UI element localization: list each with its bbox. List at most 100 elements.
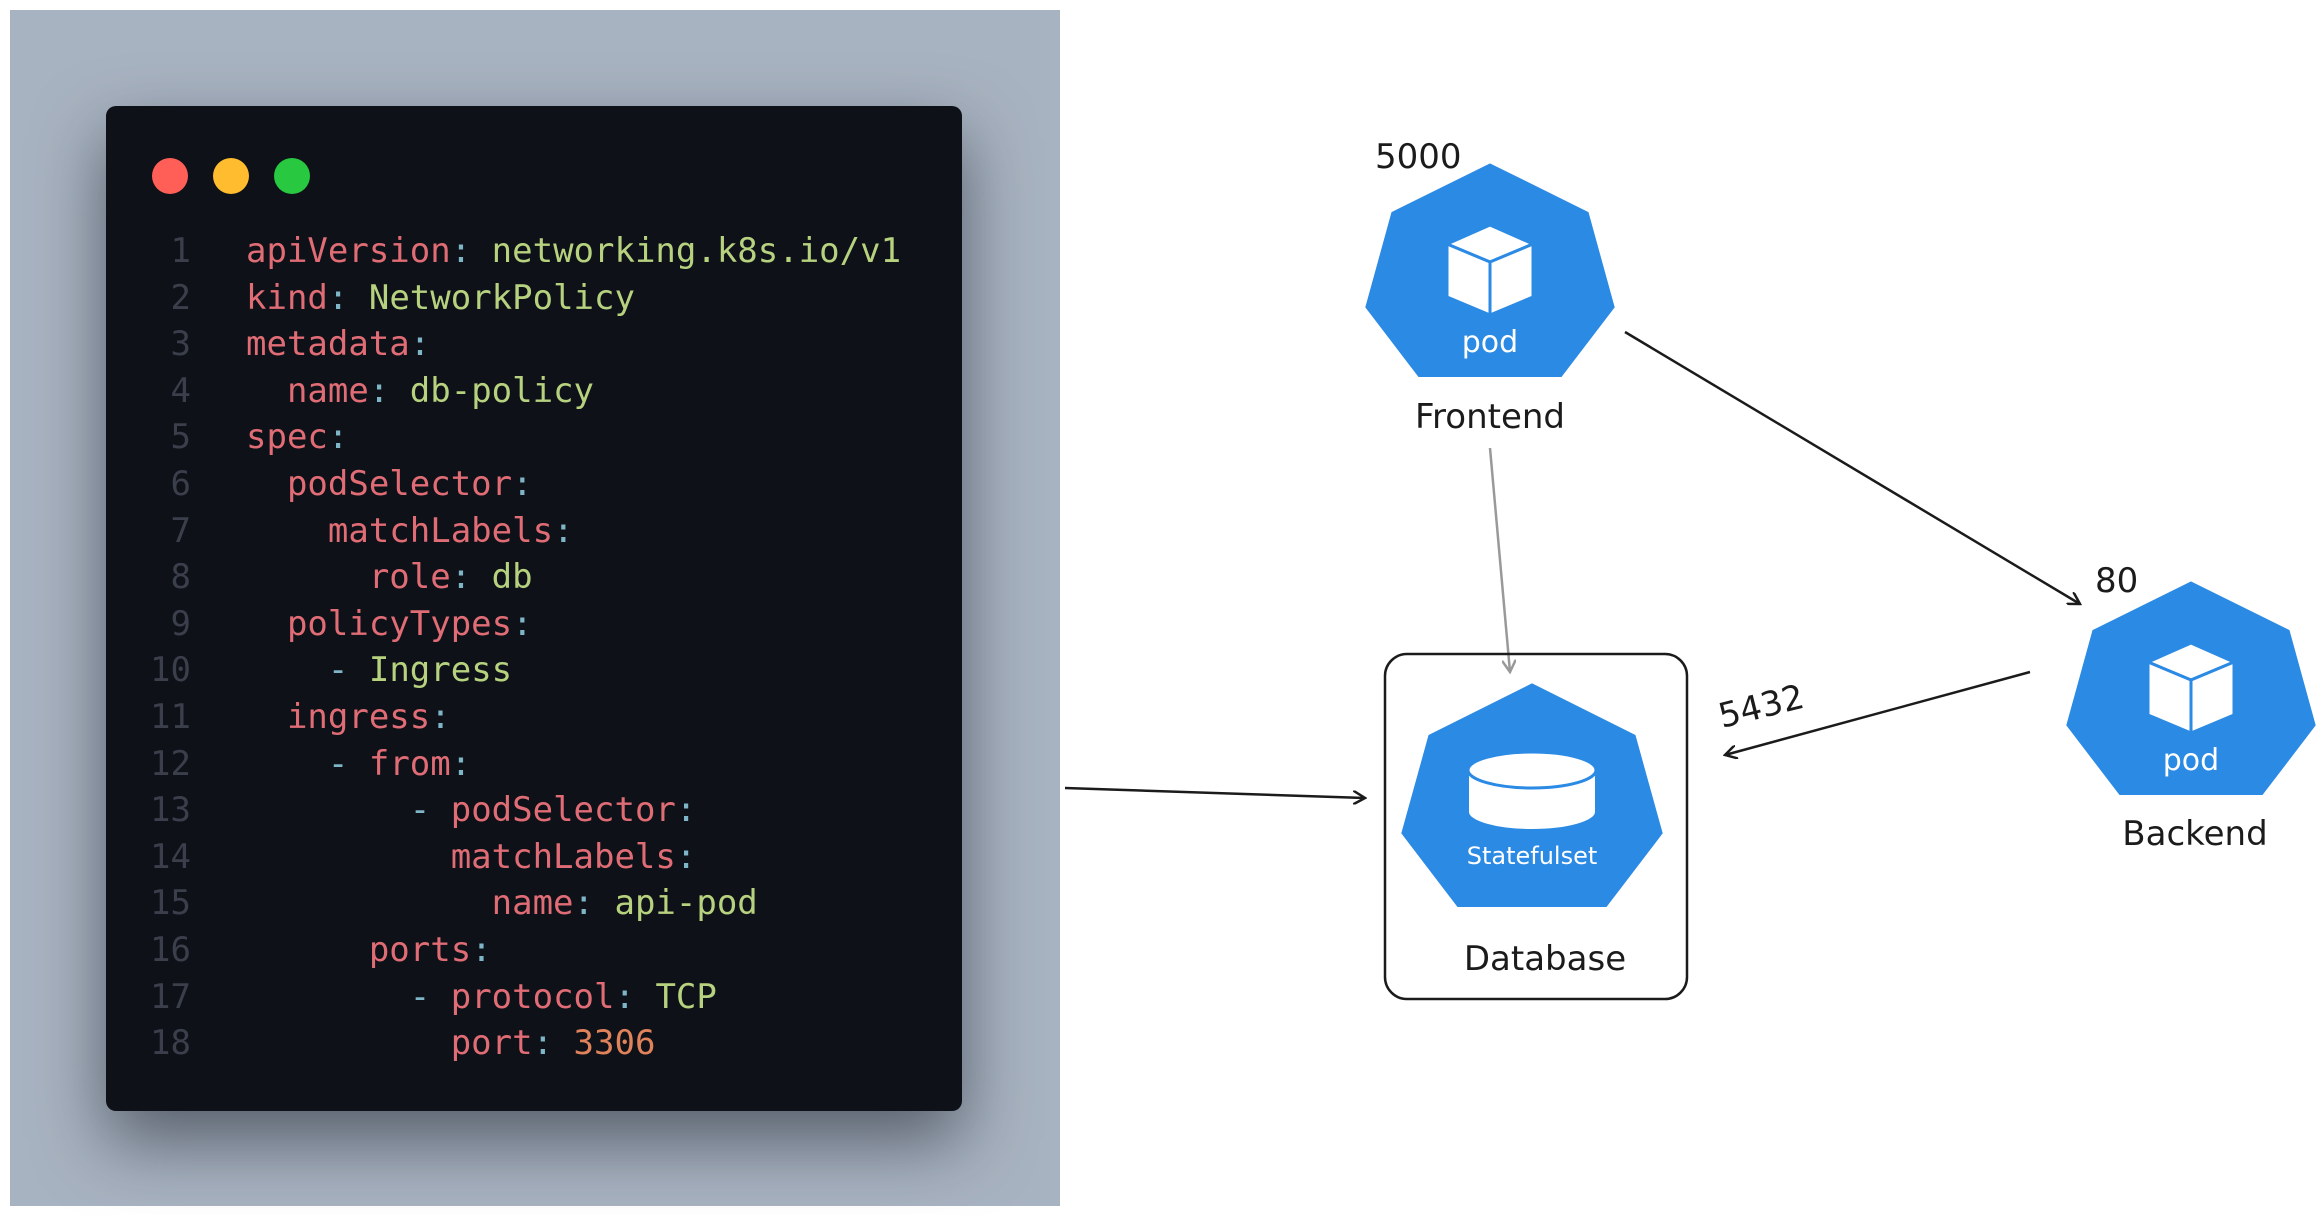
list-dash: - — [327, 743, 369, 784]
code-indent — [246, 511, 328, 551]
code-content: - Ingress — [246, 647, 512, 694]
colon: : — [450, 557, 492, 598]
colon: : — [532, 1023, 574, 1064]
frontend-label: Frontend — [1415, 397, 1565, 437]
minimize-dot — [213, 158, 249, 194]
code-content: - podSelector: — [246, 787, 697, 834]
line-number: 15 — [150, 883, 191, 924]
yaml-key: kind — [246, 277, 328, 318]
code-content: podSelector: — [246, 461, 533, 508]
code-indent — [246, 883, 492, 923]
code-content: name: api-pod — [246, 880, 758, 927]
code-line: 12 - from: — [106, 741, 962, 788]
line-number: 16 — [150, 929, 191, 970]
yaml-key: spec — [246, 417, 328, 458]
yaml-key: name — [491, 883, 574, 924]
line-number: 6 — [170, 463, 191, 504]
yaml-value: networking.k8s.io/v1 — [491, 231, 902, 271]
network-diagram: 5000 pod Frontend 80 pod Backend Statefu… — [1064, 137, 2317, 1001]
arrow-frontend-to-database — [1488, 447, 1510, 672]
code-content: ports: — [246, 927, 492, 974]
code-line: 6 podSelector: — [106, 461, 962, 508]
maximize-dot — [274, 158, 310, 194]
yaml-key: metadata — [246, 324, 410, 365]
yaml-key: port — [450, 1023, 533, 1064]
backend-icon-text: pod — [2163, 743, 2219, 778]
backend-pod: 80 pod Backend — [2059, 561, 2317, 854]
backend-port-label: 80 — [2095, 561, 2138, 601]
yaml-key: matchLabels — [327, 510, 554, 551]
line-number: 12 — [150, 743, 191, 784]
code-content: metadata: — [246, 321, 430, 368]
yaml-value: TCP — [655, 976, 717, 1017]
code-indent — [246, 837, 451, 877]
code-content: name: db-policy — [246, 368, 594, 415]
code-content: - protocol: TCP — [246, 974, 717, 1021]
code-content: kind: NetworkPolicy — [246, 275, 635, 322]
code-indent — [246, 744, 328, 784]
database-icon — [1466, 750, 1598, 831]
line-number: 18 — [150, 1023, 191, 1064]
colon: : — [553, 510, 574, 551]
yaml-key: ports — [368, 929, 472, 970]
colon: : — [409, 324, 431, 365]
yaml-value: NetworkPolicy — [368, 277, 635, 318]
colon: : — [614, 976, 656, 1017]
arrow-backend-to-database — [1725, 670, 2031, 755]
yaml-key: matchLabels — [450, 836, 676, 877]
database-icon-text: Statefulset — [1467, 842, 1598, 870]
code-indent — [246, 1023, 451, 1063]
code-content: apiVersion: networking.k8s.io/v1 — [246, 228, 901, 275]
code-indent — [246, 604, 287, 644]
code-indent — [246, 697, 287, 737]
yaml-key: policyTypes — [286, 603, 513, 644]
arrow-code-to-database — [1064, 786, 1365, 798]
code-indent — [246, 371, 287, 411]
yaml-key: protocol — [450, 976, 615, 1017]
code-line: 11 ingress: — [106, 694, 962, 741]
colon: : — [512, 463, 533, 504]
colon: : — [573, 883, 615, 924]
arrow-frontend-to-backend — [1624, 330, 2080, 604]
code-line: 8 role: db — [106, 554, 962, 601]
line-number: 13 — [150, 790, 191, 831]
frontend-port-label: 5000 — [1375, 137, 1462, 177]
code-content: matchLabels: — [246, 508, 574, 555]
code-indent — [246, 790, 410, 830]
code-content: ingress: — [246, 694, 451, 741]
cube-icon — [1443, 223, 1537, 318]
yaml-value: db — [491, 557, 533, 598]
line-number: 3 — [170, 324, 191, 365]
line-number: 14 — [150, 836, 191, 877]
code-indent — [246, 650, 328, 690]
list-dash: - — [327, 650, 369, 691]
yaml-value: 3306 — [573, 1023, 656, 1064]
line-number: 1 — [170, 231, 191, 271]
code-line: 15 name: api-pod — [106, 880, 962, 927]
backend-label: Backend — [2122, 814, 2267, 854]
colon: : — [675, 836, 697, 877]
line-number: 7 — [170, 510, 191, 551]
yaml-value: Ingress — [368, 650, 513, 691]
list-dash: - — [409, 790, 451, 831]
code-content: role: db — [246, 554, 533, 601]
code-content: port: 3306 — [246, 1020, 656, 1067]
code-line: 3 metadata: — [106, 321, 962, 368]
yaml-key: podSelector — [286, 463, 513, 504]
code-content: spec: — [246, 414, 348, 461]
code-line: 7 matchLabels: — [106, 508, 962, 555]
colon: : — [471, 929, 492, 970]
code-indent — [246, 557, 369, 597]
code-line: 1 apiVersion: networking.k8s.io/v1 — [106, 228, 962, 275]
code-content: policyTypes: — [246, 601, 533, 648]
frontend-pod: 5000 pod Frontend — [1358, 137, 1622, 437]
close-dot — [152, 158, 188, 194]
code-line: 10 - Ingress — [106, 647, 962, 694]
cube-icon — [2144, 641, 2238, 736]
yaml-key: name — [286, 370, 369, 411]
yaml-key: from — [368, 743, 451, 784]
